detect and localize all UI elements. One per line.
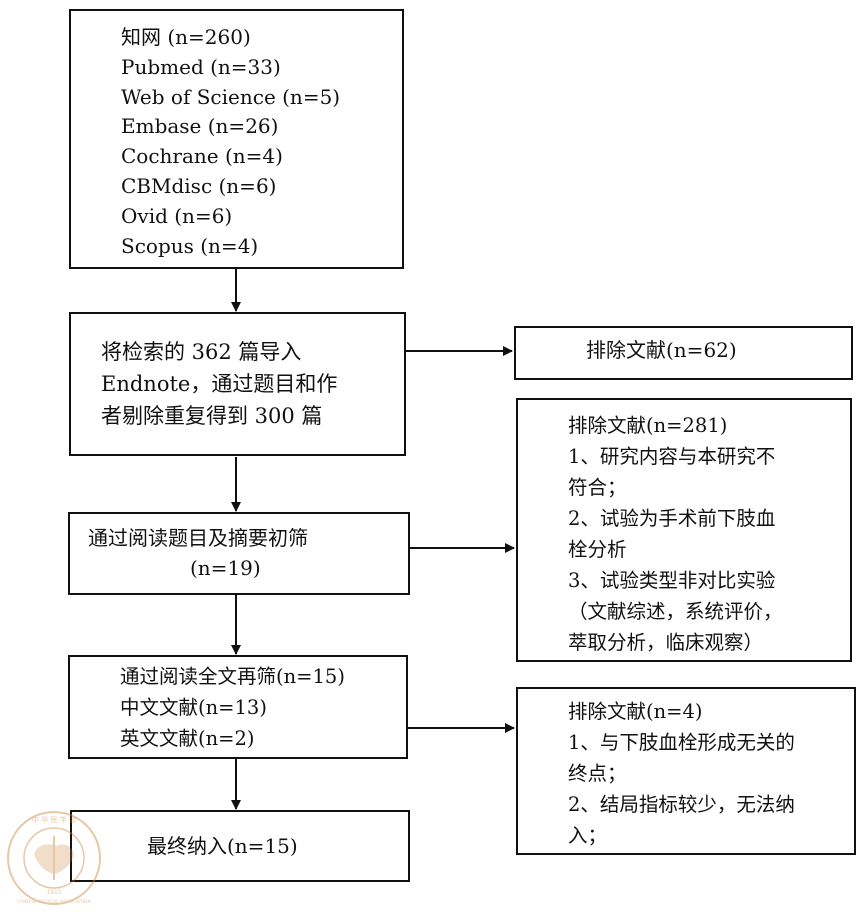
exclude-2-line: 排除文献(n=281) [568, 414, 728, 437]
final-included-box: 最终纳入(n=15) [70, 810, 410, 882]
exclude-2-line: 符合； [568, 476, 627, 499]
watermark-top-text: 中 华 医 学 会 [32, 815, 76, 824]
exclude-duplicates-box: 排除文献(n=62) [514, 326, 853, 380]
import-line: Endnote，通过题目和作 [101, 372, 338, 396]
cma-logo-watermark: 中 华 医 学 会 1915 CHINESE MEDICAL ASSOCIATI… [7, 811, 101, 905]
import-line: 将检索的 362 篇导入 [101, 340, 302, 364]
exclude-full-text-box: 排除文献(n=4) 1、与下肢血栓形成无关的 终点； 2、结局指标较少，无法纳 … [516, 687, 856, 855]
screen-1-label: 通过阅读题目及摘要初筛 [88, 526, 308, 550]
exclude-1-text: 排除文献(n=62) [586, 338, 737, 362]
source-line: CBMdisc (n=6) [121, 173, 277, 198]
watermark-year: 1915 [46, 889, 61, 896]
exclude-3-line: 2、结局指标较少，无法纳 [568, 793, 795, 816]
exclude-2-line: 3、试验类型非对比实验 [568, 569, 776, 592]
source-line: Web of Science (n=5) [121, 84, 341, 109]
title-abstract-screen-box: 通过阅读题目及摘要初筛 (n=19) [68, 512, 410, 595]
screen-2-line: 通过阅读全文再筛(n=15) [120, 665, 345, 688]
exclude-3-line: 入； [568, 824, 608, 847]
source-line: 知网 (n=260) [121, 25, 251, 49]
database-sources-box: 知网 (n=260) Pubmed (n=33) Web of Science … [69, 9, 404, 269]
exclude-2-line: 栓分析 [568, 538, 627, 561]
exclude-2-line: （文献综述，系统评价， [568, 600, 783, 623]
watermark-side-text: CHINESE MEDICAL ASSOCIATION [17, 899, 90, 905]
source-line: Cochrane (n=4) [121, 144, 283, 169]
exclude-3-line: 终点； [568, 762, 627, 785]
screen-2-line: 中文文献(n=13) [120, 696, 267, 719]
source-line: Scopus (n=4) [121, 233, 259, 258]
exclude-2-line: 2、试验为手术前下肢血 [568, 507, 776, 530]
exclude-3-line: 排除文献(n=4) [568, 700, 703, 723]
exclude-2-line: 萃取分析，临床观察） [568, 631, 764, 654]
import-line: 者剔除重复得到 300 篇 [101, 404, 323, 428]
source-line: Embase (n=26) [121, 114, 279, 139]
source-line: Ovid (n=6) [121, 203, 233, 228]
source-line: Pubmed (n=33) [121, 54, 281, 79]
exclude-2-line: 1、研究内容与本研究不 [568, 445, 776, 468]
screen-2-line: 英文文献(n=2) [120, 727, 255, 750]
exclude-title-abstract-box: 排除文献(n=281) 1、研究内容与本研究不 符合； 2、试验为手术前下肢血 … [516, 398, 852, 662]
final-text: 最终纳入(n=15) [147, 834, 298, 858]
exclude-3-line: 1、与下肢血栓形成无关的 [568, 731, 795, 754]
screen-1-count: (n=19) [190, 555, 261, 580]
import-dedup-box: 将检索的 362 篇导入 Endnote，通过题目和作 者剔除重复得到 300 … [69, 312, 406, 456]
full-text-screen-box: 通过阅读全文再筛(n=15) 中文文献(n=13) 英文文献(n=2) [68, 655, 408, 759]
